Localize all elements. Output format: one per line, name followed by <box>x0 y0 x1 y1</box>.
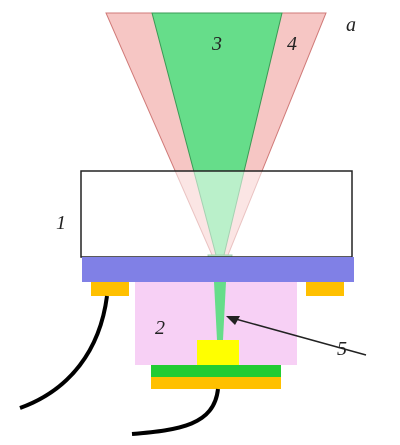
pointer-arrowhead <box>226 316 240 325</box>
substrate-top-layer <box>151 365 281 377</box>
right-pad <box>306 282 344 296</box>
blue-layer <box>82 257 354 282</box>
left-wire <box>19 295 109 410</box>
substrate-bottom-layer <box>151 377 281 389</box>
label-4: 4 <box>287 33 297 55</box>
label-2: 2 <box>155 317 165 339</box>
label-5: 5 <box>337 338 347 360</box>
window-block <box>80 170 353 258</box>
left-pad <box>91 282 129 296</box>
label-1: 1 <box>56 212 66 234</box>
beam-neck <box>214 282 226 340</box>
right-wire <box>131 388 220 436</box>
label-panel-a: a <box>346 14 356 36</box>
pointer-line-5 <box>231 317 367 356</box>
label-3: 3 <box>211 33 222 55</box>
